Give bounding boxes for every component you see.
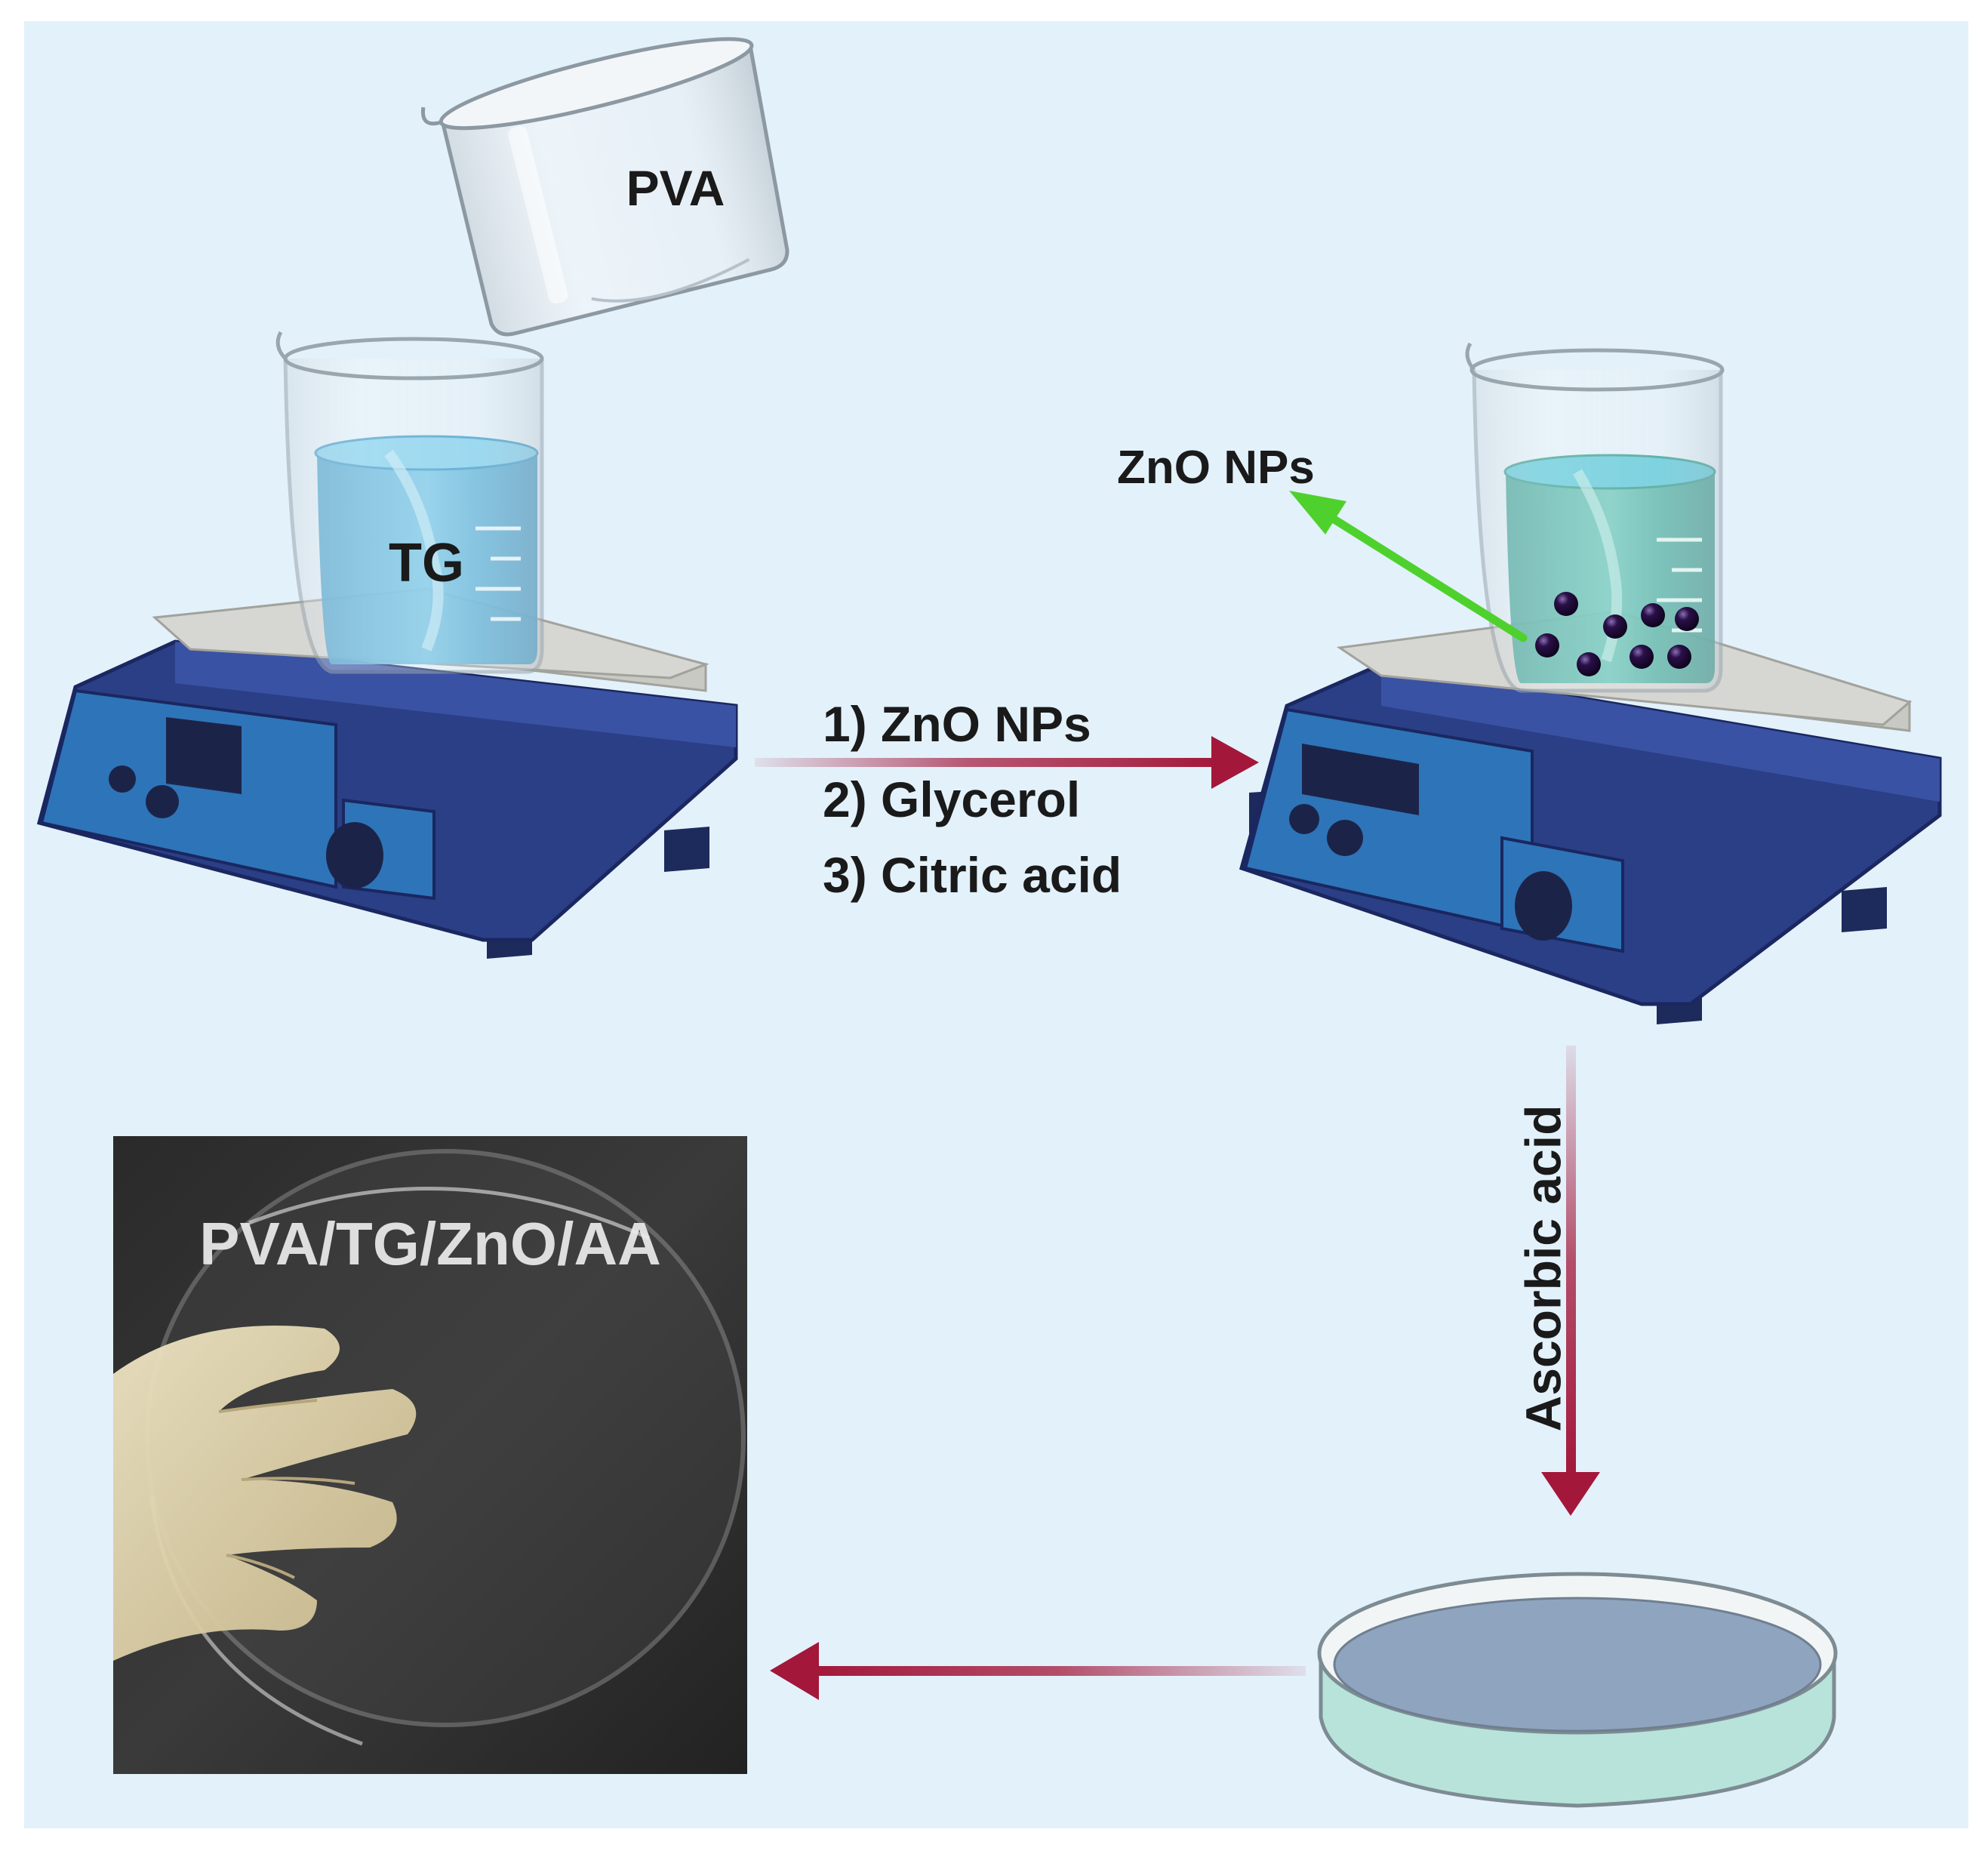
stirrer-left-display <box>166 717 242 794</box>
left-arrow-head <box>770 1642 819 1700</box>
zno-pointer-arrow <box>1289 491 1528 642</box>
stirrer-left-button-2 <box>146 785 179 818</box>
step-arrow <box>755 736 1259 789</box>
nanoparticle <box>1641 603 1665 627</box>
stirrer-right-top-face <box>1381 664 1940 802</box>
pva-beaker <box>420 37 789 337</box>
step-arrow-shaft <box>755 758 1223 767</box>
zno-pointer-label: ZnO NPs <box>1117 442 1315 494</box>
stirrer-right-foot-right <box>1842 887 1887 932</box>
stirrer-left <box>36 587 738 959</box>
mixed-beaker <box>1465 342 1725 693</box>
down-arrow-head <box>1541 1472 1600 1516</box>
stirrer-left-foot-right <box>664 827 709 872</box>
stirrer-left-knob <box>326 822 383 889</box>
stirrer-right-button-1 <box>1289 804 1319 834</box>
tg-beaker <box>275 331 544 674</box>
nanoparticle <box>1629 645 1654 669</box>
nanoparticle <box>1577 652 1601 676</box>
stirrer-right-button-2 <box>1327 820 1363 856</box>
zno-pointer-head <box>1289 491 1346 534</box>
left-arrow-shaft <box>811 1666 1306 1676</box>
down-arrow-shaft <box>1566 1046 1576 1480</box>
zno-nanoparticles <box>1535 592 1699 676</box>
down-arrow <box>1541 1046 1600 1516</box>
step-line-3: 3) Citric acid <box>823 847 1122 903</box>
step-line-2: 2) Glycerol <box>823 772 1080 827</box>
stirrer-left-front-panel <box>39 688 337 889</box>
nanoparticle <box>1667 645 1691 669</box>
stirrer-left-top-face <box>175 642 736 747</box>
left-arrow <box>770 1642 1306 1700</box>
nanoparticle <box>1535 633 1559 658</box>
down-arrow-label: Ascorbic acid <box>1515 1105 1571 1432</box>
glove-shape <box>113 1326 417 1661</box>
nanoparticle <box>1554 592 1578 616</box>
gloved-hand <box>113 1326 417 1661</box>
stirrer-right-knob <box>1515 871 1572 941</box>
stirrer-left-button-1 <box>109 765 136 793</box>
nanoparticle <box>1603 614 1627 639</box>
petri-dish <box>1317 1572 1838 1808</box>
film-photo: PVA/TG/ZnO/AA <box>113 1136 747 1774</box>
nanoparticle <box>1675 607 1699 631</box>
step-line-1: 1) ZnO NPs <box>823 696 1091 752</box>
tg-label: TG <box>389 533 464 593</box>
step-arrow-head <box>1211 736 1259 789</box>
petri-dish-liquid <box>1333 1597 1822 1732</box>
zno-pointer-shaft <box>1320 509 1528 642</box>
film-photo-label: PVA/TG/ZnO/AA <box>199 1210 661 1277</box>
stirrer-right-display <box>1302 744 1419 815</box>
pva-label: PVA <box>626 160 725 216</box>
